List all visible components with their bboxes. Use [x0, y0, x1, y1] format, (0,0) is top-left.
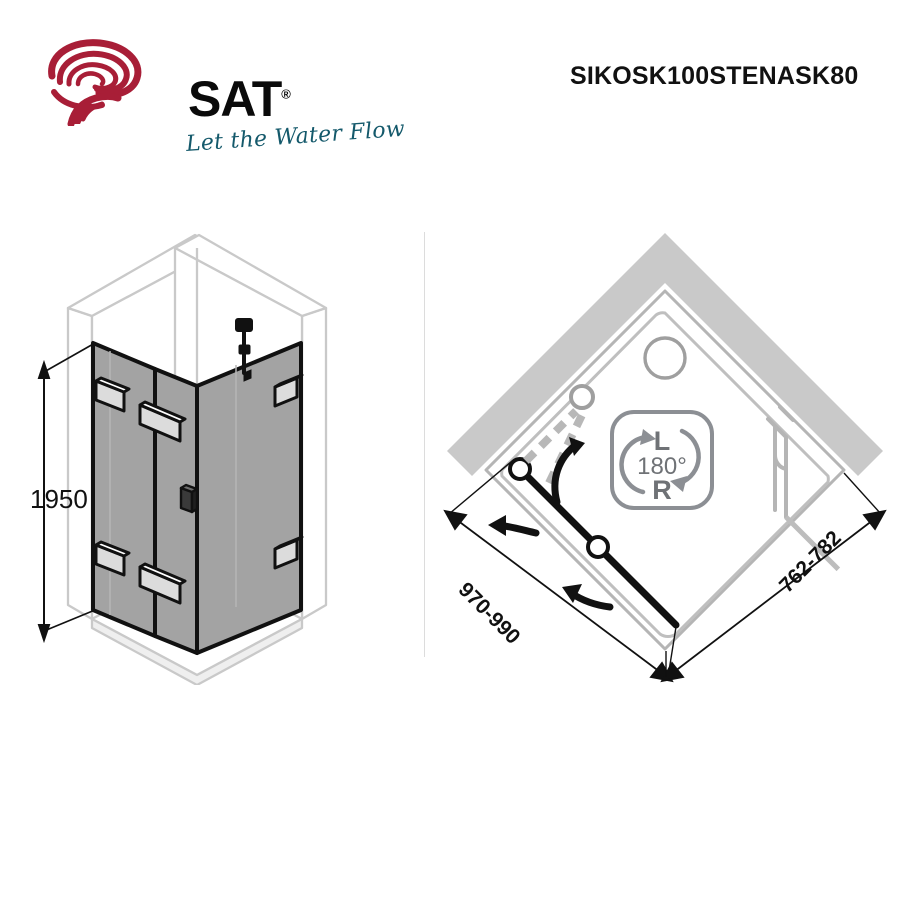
door-swing-arrow-up [551, 437, 585, 506]
pivot-circle-icon-open [569, 384, 595, 410]
section-divider [424, 232, 425, 657]
door-swing-arrows [488, 437, 614, 611]
door-swing-arrow-left [488, 515, 540, 537]
hinge-lower-right [273, 535, 304, 570]
door-open-dashed-plan [523, 408, 586, 485]
product-code: SIKOSK100STENASK80 [570, 62, 859, 90]
plan-diagram: L 180° R [430, 215, 900, 695]
plan-tray-inner [500, 311, 830, 639]
hinge-group [94, 373, 304, 605]
plan-walls [447, 233, 883, 476]
badge-angle-label: 180° [637, 453, 687, 480]
height-dimension [37, 342, 96, 644]
badge-left-label: L [654, 426, 671, 456]
fixed-panel-plan [766, 405, 795, 519]
hinge-lower-mid [138, 562, 187, 605]
door-swing-arrow-down [562, 584, 614, 611]
hinge-upper-mid [138, 400, 187, 443]
hinge-lower-left [94, 540, 131, 577]
brand-logo: SAT® Let the Water Flow [38, 36, 406, 157]
brand-wordmark: SAT® [188, 71, 291, 127]
page-header: SAT® Let the Water Flow SIKOSK100STENASK… [0, 0, 900, 170]
door-knob-handle [179, 483, 199, 514]
swirl-spiral-logo-icon [38, 36, 153, 126]
hinge-upper-right [273, 373, 304, 408]
reversible-180-rotation-icon: L 180° R [610, 410, 714, 510]
pivot-circle-icon-upper [508, 457, 532, 481]
door-closed-plan [508, 457, 680, 629]
drain-circle-icon [643, 336, 687, 380]
pivot-circle-icon-lower [586, 535, 610, 559]
hinge-upper-left [94, 376, 131, 413]
plan-dimensions [443, 460, 887, 683]
glass-side-panel [195, 341, 303, 655]
stabilizer-bar [235, 318, 253, 382]
fixed-panel-plan-2 [784, 515, 841, 572]
brand-name-text: SAT [188, 71, 282, 127]
registered-mark: ® [281, 86, 291, 102]
isometric-diagram [0, 215, 420, 685]
badge-right-label: R [652, 475, 672, 505]
height-dimension-label: 1950 [30, 484, 88, 514]
